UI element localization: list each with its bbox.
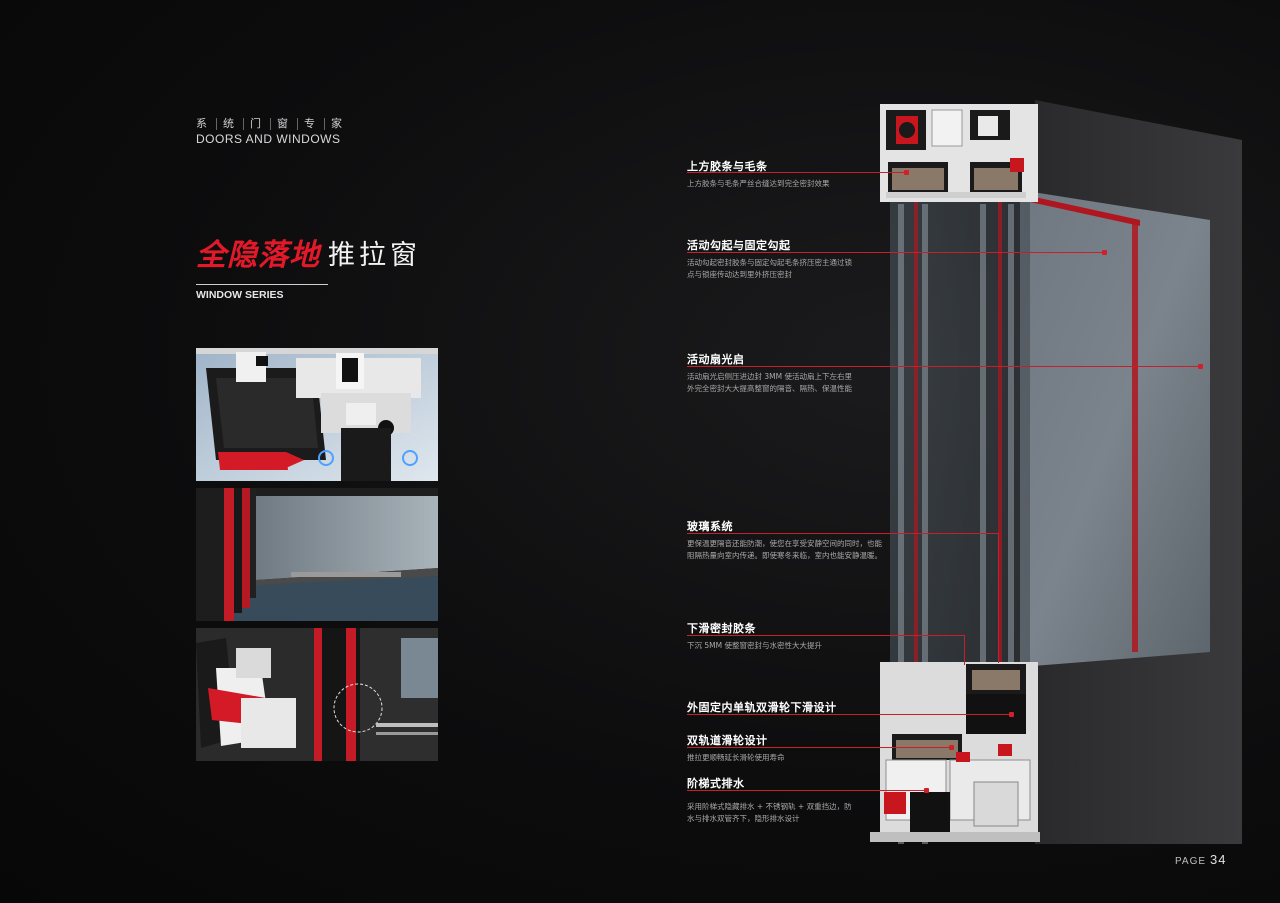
annotation-title: 下滑密封胶条 bbox=[687, 622, 756, 635]
photo-sash-detail bbox=[196, 488, 438, 621]
window-profile-illustration bbox=[870, 100, 1242, 844]
annotation-desc: 更保温更隔音还能防潮，使您在享受安静空间的同时，也能阻隔热量向室内传递。即使寒冬… bbox=[687, 539, 882, 560]
annotation-top-gasket: 上方胶条与毛条 上方胶条与毛条严丝合缝达到完全密封效果 bbox=[687, 158, 883, 190]
page-number-value: 34 bbox=[1210, 852, 1227, 867]
annotation-title: 玻璃系统 bbox=[687, 520, 733, 533]
section-photo-icon bbox=[196, 348, 438, 481]
annotation-title: 活动扇光启 bbox=[687, 353, 745, 366]
leader-line bbox=[998, 533, 999, 663]
leader-line bbox=[687, 366, 1203, 367]
leader-dot bbox=[1198, 364, 1203, 369]
leader-line bbox=[687, 533, 999, 534]
annotation-single-track: 外固定内单轨双滑轮下滑设计 bbox=[687, 699, 837, 715]
annotation-title: 上方胶条与毛条 bbox=[687, 160, 768, 173]
photo-bottom-track bbox=[196, 628, 438, 761]
annotation-title: 阶梯式排水 bbox=[687, 777, 745, 790]
title-divider bbox=[196, 284, 328, 285]
annotation-glass: 玻璃系统 更保温更隔音还能防潮，使您在享受安静空间的同时，也能阻隔热量向室内传递… bbox=[687, 518, 883, 562]
title-highlight: 全隐落地 bbox=[196, 238, 320, 273]
annotation-desc: 上方胶条与毛条严丝合缝达到完全密封效果 bbox=[687, 179, 830, 188]
leader-line bbox=[687, 252, 1107, 253]
annotation-desc: 活动勾起密封胶条与固定勾起毛条挤压密主通过锁点与锁座传动达到里外挤压密封 bbox=[687, 258, 852, 279]
leader-dot bbox=[1009, 712, 1014, 717]
annotation-title: 外固定内单轨双滑轮下滑设计 bbox=[687, 701, 837, 714]
brand-char: 系 bbox=[196, 118, 217, 130]
annotation-desc: 下沉 5MM 使整窗密封与水密性大大提升 bbox=[687, 641, 822, 650]
brand-char: 门 bbox=[244, 118, 271, 130]
annotation-double-track: 双轨道滑轮设计 推拉更顺畅延长滑轮使用寿命 bbox=[687, 732, 883, 764]
leader-line bbox=[687, 714, 1012, 715]
brand-char: 专 bbox=[298, 118, 325, 130]
annotation-desc: 推拉更顺畅延长滑轮使用寿命 bbox=[687, 753, 785, 762]
leader-dot bbox=[924, 788, 929, 793]
brand-char: 统 bbox=[217, 118, 244, 130]
annotation-bottom-gasket: 下滑密封胶条 下沉 5MM 使整窗密封与水密性大大提升 bbox=[687, 620, 883, 652]
annotation-title: 活动勾起与固定勾起 bbox=[687, 239, 791, 252]
leader-line bbox=[687, 747, 952, 748]
leader-line bbox=[687, 172, 907, 173]
annotation-desc: 采用阶梯式隐藏排水 + 不锈钢轨 + 双重挡边，防水与排水双管齐下，隐形排水设计 bbox=[687, 802, 852, 823]
leader-dot bbox=[949, 745, 954, 750]
leader-line bbox=[687, 635, 965, 636]
leader-line bbox=[687, 790, 927, 791]
leader-dot bbox=[1102, 250, 1107, 255]
brand-chinese: 系 统 门 窗 专 家 bbox=[196, 118, 351, 130]
series-label: WINDOW SERIES bbox=[196, 289, 284, 301]
page-label: PAGE bbox=[1175, 856, 1207, 867]
leader-line bbox=[964, 635, 965, 665]
section-photo-icon bbox=[196, 628, 438, 761]
annotation-desc: 活动扇光启侧压进边封 3MM 使活动扇上下左右里外完全密封大大提高整窗的隔音、隔… bbox=[687, 372, 852, 393]
section-photo-icon bbox=[196, 488, 438, 621]
photo-top-profile bbox=[196, 348, 438, 481]
brand-char: 窗 bbox=[271, 118, 298, 130]
annotation-hook: 活动勾起与固定勾起 活动勾起密封胶条与固定勾起毛条挤压密主通过锁点与锁座传动达到… bbox=[687, 237, 857, 281]
page-title: 全隐落地 推拉窗 bbox=[196, 238, 421, 274]
annotation-sash: 活动扇光启 活动扇光启侧压进边封 3MM 使活动扇上下左右里外完全密封大大提高整… bbox=[687, 351, 857, 395]
brand-english: DOORS AND WINDOWS bbox=[196, 132, 341, 146]
annotation-title: 双轨道滑轮设计 bbox=[687, 734, 768, 747]
title-main: 推拉窗 bbox=[328, 240, 421, 271]
brand-char: 家 bbox=[331, 117, 345, 130]
annotation-drainage: 阶梯式排水 采用阶梯式隐藏排水 + 不锈钢轨 + 双重挡边，防水与排水双管齐下，… bbox=[687, 775, 852, 825]
leader-dot bbox=[904, 170, 909, 175]
